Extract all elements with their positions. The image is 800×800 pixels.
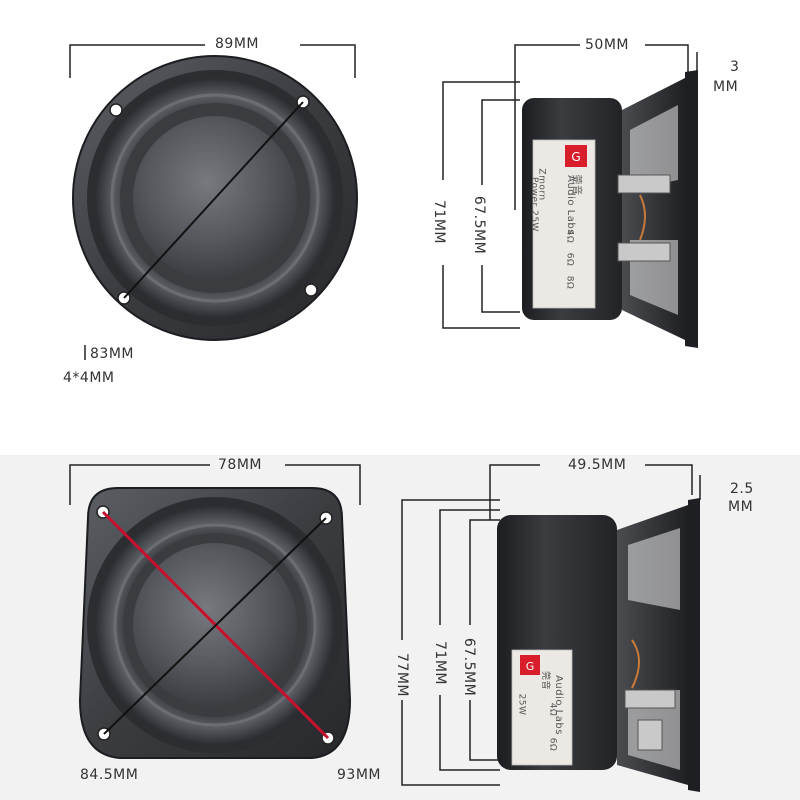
label-sticker — [532, 139, 596, 309]
top-side-speaker: G — [442, 44, 698, 348]
depth-dimension-right — [645, 464, 693, 495]
surround-highlight — [113, 523, 317, 727]
top-round-hole-label: 4*4MM — [63, 370, 115, 386]
terminal-lug — [637, 719, 663, 751]
terminal — [624, 689, 676, 709]
lead-wire — [631, 639, 640, 689]
terminal-bottom — [617, 242, 671, 262]
bottom-sticker-ohm-1: 4Ω — [547, 702, 558, 717]
bottom-square-diagonal-right-label: 93MM — [337, 767, 381, 783]
width-dimension-right — [285, 464, 361, 505]
bottom-sticker-power: 25W — [516, 693, 527, 716]
outer-height-bottom — [401, 700, 500, 786]
depth-dimension-right — [645, 44, 689, 75]
mount-hole-tl — [109, 103, 123, 117]
basket-height-bottom — [469, 700, 500, 761]
width-dimension-right — [300, 44, 356, 78]
bottom-sticker-ohm-2: 6Ω — [547, 737, 558, 752]
basket-height-top — [469, 519, 500, 625]
bottom-sticker-brand-cn: 莞音 — [540, 670, 551, 691]
bottom-square-speaker — [69, 464, 361, 759]
width-dimension-left — [69, 44, 205, 78]
mid-height-bottom — [439, 695, 500, 771]
top-side-flange-label-1: 3 — [730, 59, 740, 75]
mid-height-top — [439, 509, 500, 625]
bottom-side-mid-height-label: 71MM — [431, 641, 448, 685]
top-sticker-ohm-2: 6Ω — [564, 252, 575, 267]
black-diagonal-line — [103, 517, 327, 735]
logo-letter: G — [571, 150, 580, 164]
top-round-speaker — [69, 44, 358, 360]
top-side-basket-height-label: 67.5MM — [471, 195, 488, 255]
surround-highlight — [110, 93, 320, 303]
logo-square — [565, 145, 587, 167]
depth-dimension-left — [489, 464, 540, 520]
outer-height-top — [401, 499, 500, 640]
top-side-depth-label: 50MM — [585, 37, 629, 53]
top-round-diagonal-label: 83MM — [90, 346, 134, 362]
bottom-side-flange-label-1: 2.5 — [730, 481, 754, 497]
basket-height-top — [481, 99, 520, 185]
top-side-flange-label-2: MM — [713, 79, 739, 95]
outer-height-bottom — [442, 265, 520, 329]
top-sticker-brand-cn: 莞音 — [570, 174, 582, 196]
basket-window-top — [628, 528, 680, 610]
bottom-square-diagonal-left-label: 84.5MM — [80, 767, 139, 783]
flange — [685, 70, 698, 348]
bottom-side-outer-height-label: 77MM — [393, 653, 410, 697]
diagonal-line — [123, 101, 304, 299]
flange — [688, 498, 700, 792]
top-side-outer-height-label: 71MM — [430, 200, 447, 244]
terminal-top — [617, 174, 671, 194]
bottom-square-width-label: 78MM — [218, 457, 262, 473]
bottom-side-speaker: G — [401, 464, 701, 792]
lead-wire — [639, 194, 646, 241]
basket-window-top — [630, 105, 678, 190]
bottom-side-basket-height-label: 67.5MM — [461, 637, 478, 697]
top-sticker-power: Power 25W — [528, 177, 539, 232]
top-round-width-label: 89MM — [215, 36, 259, 52]
basket-height-bottom — [481, 265, 520, 313]
top-sticker-ohm-3: 8Ω — [564, 275, 575, 290]
logo-square — [520, 655, 540, 675]
top-sticker-ohm-1: 4Ω — [564, 229, 575, 244]
outer-height-top — [442, 81, 520, 180]
mount-hole-br — [304, 283, 318, 297]
bottom-side-flange-label-2: MM — [728, 499, 754, 515]
depth-dimension-left — [514, 44, 580, 210]
width-dimension-left — [69, 464, 210, 505]
bottom-side-depth-label: 49.5MM — [568, 457, 627, 473]
logo-letter: G — [526, 660, 535, 673]
